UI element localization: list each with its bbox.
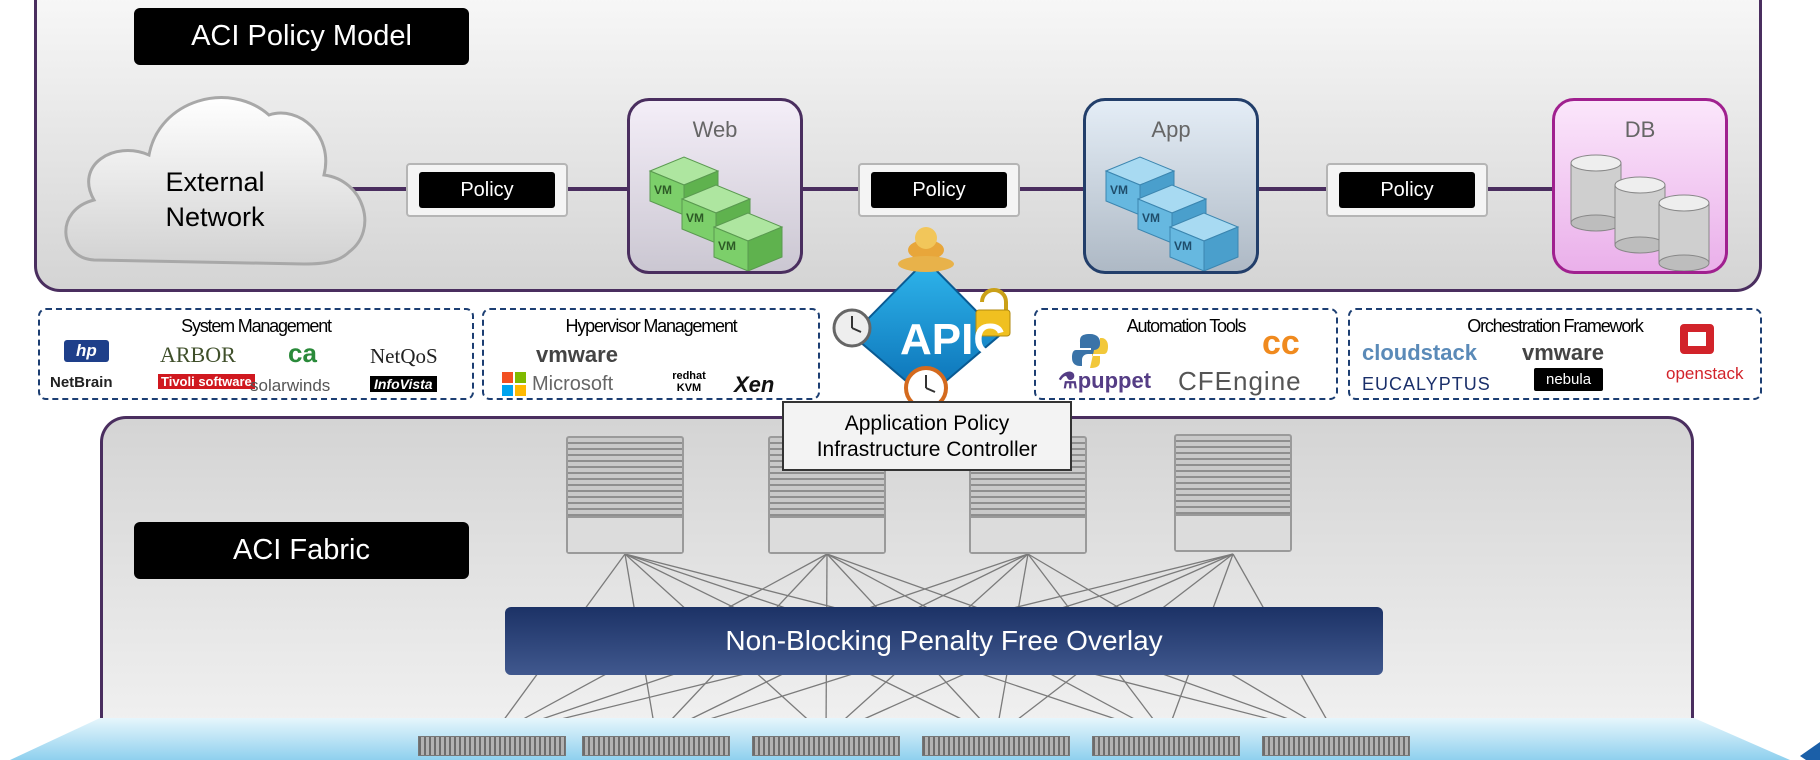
- apic-caption-line2: Infrastructure Controller: [816, 438, 1038, 461]
- nebula-logo: nebula: [1534, 368, 1604, 391]
- orchestration-framework-title: Orchestration Framework: [1467, 316, 1644, 336]
- app-vm-stack-icon: [1104, 156, 1240, 271]
- policy-box-3: Policy: [1326, 163, 1488, 217]
- tivoli-logo: Tivoli software: [158, 374, 255, 389]
- db-tier: DB: [1552, 98, 1728, 274]
- arbor-logo: ARBOR: [160, 342, 236, 367]
- vm-label: VM: [1142, 211, 1160, 225]
- automation-tools-title: Automation Tools: [1126, 316, 1247, 336]
- openstack-logo: openstack: [1666, 364, 1744, 383]
- web-tier: Web VM VM VM: [627, 98, 803, 274]
- policy-label: Policy: [419, 172, 555, 208]
- policy-box-2: Policy: [858, 163, 1020, 217]
- policy-model-title: ACI Policy Model: [134, 8, 469, 65]
- clock-icon: [832, 308, 872, 348]
- app-tier: App VM VM VM: [1083, 98, 1259, 274]
- eucalyptus-logo: EUCALYPTUS: [1362, 374, 1491, 394]
- leaf-switch: [582, 736, 730, 756]
- vm-label: VM: [686, 211, 704, 225]
- tivoli-text: Tivoli software: [158, 374, 255, 389]
- automation-tools-group: Automation Tools cc ⚗puppet CFEngine: [1034, 308, 1338, 400]
- xen-logo: Xen: [734, 372, 775, 397]
- leaf-switch: [1092, 736, 1240, 756]
- lock-icon: [975, 288, 1011, 337]
- system-management-group: System Management hp ARBOR ca NetQoS Net…: [38, 308, 474, 400]
- vm-label: VM: [1174, 239, 1192, 253]
- external-network-label: External Network: [165, 167, 265, 232]
- leaf-switch: [1262, 736, 1410, 756]
- policy-box-1: Policy: [406, 163, 568, 217]
- netbrain-logo: NetBrain: [50, 374, 113, 391]
- orchestration-framework-group: Orchestration Framework cloudstack vmwar…: [1348, 308, 1762, 400]
- leaf-switch: [418, 736, 566, 756]
- microsoft-text: Microsoft: [532, 372, 614, 395]
- cfengine-mark-icon: cc: [1262, 324, 1300, 362]
- kvm-logo: redhat KVM: [672, 370, 706, 394]
- db-tier-label: DB: [1624, 117, 1656, 142]
- web-vm-stack-icon: [648, 156, 784, 271]
- app-tier-label: App: [1151, 117, 1191, 142]
- policy-label: Policy: [1339, 172, 1475, 208]
- web-tier-label: Web: [692, 117, 738, 142]
- apic-caption-line1: Application Policy: [844, 412, 1010, 435]
- hypervisor-management-group: Hypervisor Management vmware Microsoft r…: [482, 308, 820, 400]
- netqos-logo: NetQoS: [370, 344, 438, 368]
- external-network-cloud: [64, 96, 367, 266]
- fabric-floor: [10, 718, 1820, 760]
- solarwinds-logo: solarwinds: [250, 376, 331, 395]
- puppet-text: puppet: [1077, 368, 1152, 393]
- windows-icon: [502, 372, 526, 396]
- python-icon: [1072, 334, 1108, 368]
- leaf-switch: [752, 736, 900, 756]
- microsoft-logo: Microsoft: [502, 372, 613, 396]
- vm-label: VM: [1110, 183, 1128, 197]
- hypervisor-management-title: Hypervisor Management: [565, 316, 738, 336]
- apic-caption: Application Policy Infrastructure Contro…: [782, 401, 1072, 471]
- ca-logo: ca: [288, 338, 317, 368]
- hp-logo: hp: [64, 340, 109, 362]
- leaf-switch: [922, 736, 1070, 756]
- policy-label: Policy: [871, 172, 1007, 208]
- cfengine-logo: CFEngine: [1178, 366, 1302, 396]
- spine-switch: [566, 436, 684, 554]
- apic-badge-text: APIC: [900, 315, 1006, 364]
- overlay-banner: Non-Blocking Penalty Free Overlay: [505, 607, 1383, 675]
- system-management-title: System Management: [181, 316, 332, 336]
- puppet-logo: ⚗puppet: [1058, 368, 1152, 393]
- spine-switch: [1174, 434, 1292, 552]
- database-stack-icon: [1570, 154, 1710, 271]
- vmware-logo: vmware: [1522, 340, 1604, 365]
- vm-label: VM: [654, 183, 672, 197]
- fabric-title: ACI Fabric: [134, 522, 469, 579]
- cloudstack-logo: cloudstack: [1362, 340, 1477, 365]
- vmware-logo: vmware: [536, 342, 618, 367]
- openstack-icon: [1680, 324, 1714, 354]
- infovista-logo: InfoVista: [370, 376, 437, 392]
- vm-label: VM: [718, 239, 736, 253]
